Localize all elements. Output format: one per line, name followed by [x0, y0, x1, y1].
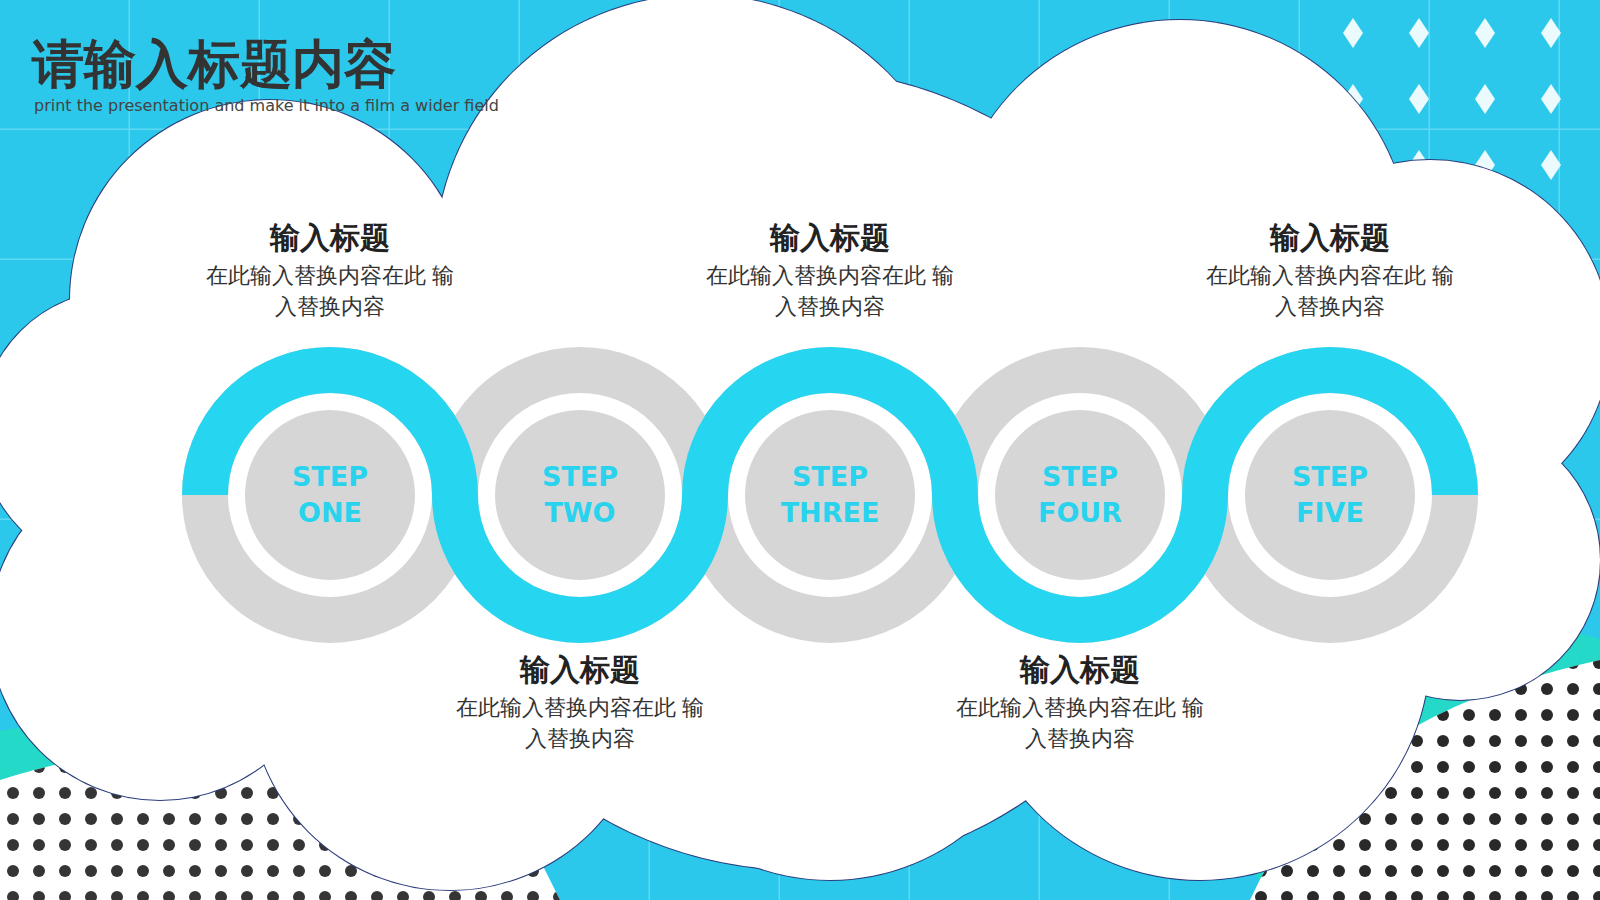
- slide-title: 请输入标题内容: [32, 30, 396, 100]
- step-body: 在此输入替换内容在此 输入替换内容: [700, 261, 960, 323]
- step-disk: [682, 347, 978, 643]
- step-heading: 输入标题: [432, 650, 728, 691]
- step-circle: STEP THREE输入标题在此输入替换内容在此 输入替换内容: [682, 347, 978, 643]
- step-heading: 输入标题: [182, 218, 478, 259]
- step-heading: 输入标题: [932, 650, 1228, 691]
- step-wrap: STEP ONE: [182, 347, 478, 643]
- slide-subtitle: print the presentation and make it into …: [34, 96, 499, 115]
- step-body: 在此输入替换内容在此 输入替换内容: [450, 693, 710, 755]
- step-circle: STEP FOUR输入标题在此输入替换内容在此 输入替换内容: [932, 347, 1228, 643]
- step-heading: 输入标题: [682, 218, 978, 259]
- step-wrap: STEP TWO: [432, 347, 728, 643]
- inner-disk: [1245, 410, 1415, 580]
- blue-wave: [205, 370, 1455, 620]
- step-disk: [932, 347, 1228, 643]
- step-body: 在此输入替换内容在此 输入替换内容: [950, 693, 1210, 755]
- step-circle: STEP ONE输入标题在此输入替换内容在此 输入替换内容: [182, 347, 478, 643]
- step-body: 在此输入替换内容在此 输入替换内容: [200, 261, 460, 323]
- inner-disk: [745, 410, 915, 580]
- step-label: STEP THREE: [760, 459, 900, 532]
- step-wrap: STEP FOUR: [932, 347, 1228, 643]
- step-heading: 输入标题: [1182, 218, 1478, 259]
- step-label: STEP FOUR: [1010, 459, 1150, 532]
- step-circle: STEP TWO输入标题在此输入替换内容在此 输入替换内容: [432, 347, 728, 643]
- step-disk: [432, 347, 728, 643]
- inner-disk: [245, 410, 415, 580]
- step-wrap: STEP FIVE: [1182, 347, 1478, 643]
- step-disk: [182, 347, 478, 643]
- inner-disk: [495, 410, 665, 580]
- step-disk: [1182, 347, 1478, 643]
- step-body: 在此输入替换内容在此 输入替换内容: [1200, 261, 1460, 323]
- step-label: STEP ONE: [260, 459, 400, 532]
- inner-disk: [995, 410, 1165, 580]
- step-label: STEP TWO: [510, 459, 650, 532]
- step-circle: STEP FIVE输入标题在此输入替换内容在此 输入替换内容: [1182, 347, 1478, 643]
- step-label: STEP FIVE: [1260, 459, 1400, 532]
- step-wrap: STEP THREE: [682, 347, 978, 643]
